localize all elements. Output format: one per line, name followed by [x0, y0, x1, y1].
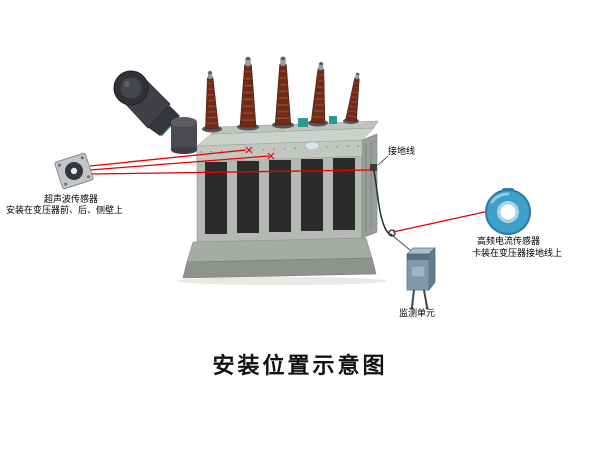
monitoring-unit-label: 监测单元	[399, 308, 436, 318]
ground-wire-label: 接地线	[388, 146, 416, 156]
transformer-tank	[196, 133, 378, 243]
bushings	[202, 55, 364, 133]
ultrasonic-sensor-label-line2: 安装在变压器前、后、侧壁上	[6, 205, 124, 215]
bushing	[344, 71, 364, 123]
hf-current-sensor-label-line2: 卡装在变压器接地线上	[472, 248, 563, 258]
ultrasonic-sensor-label-line1: 超声波传感器	[43, 194, 98, 204]
bushing	[202, 70, 220, 130]
transformer-lid	[196, 116, 379, 147]
bushing	[274, 55, 292, 126]
sensor-point-markers	[245, 146, 275, 160]
hf-current-sensor-label-line1: 高频电流传感器	[477, 236, 541, 246]
valve-fitting	[298, 118, 308, 127]
diagram-title: 安装位置示意图	[212, 353, 388, 378]
bushing	[310, 60, 329, 125]
nameplate	[304, 141, 320, 151]
valve-fitting	[329, 116, 337, 124]
radiator-fins	[205, 158, 355, 234]
conservator-turret	[113, 70, 197, 154]
connector-lines	[89, 149, 490, 233]
transformer-shadow	[177, 277, 387, 285]
transformer-base	[182, 237, 377, 279]
hf-current-sensor-graphic	[485, 188, 531, 235]
ultrasonic-sensor-graphic	[54, 152, 94, 190]
monitoring-unit-graphic	[406, 247, 436, 310]
bushing	[239, 55, 257, 128]
